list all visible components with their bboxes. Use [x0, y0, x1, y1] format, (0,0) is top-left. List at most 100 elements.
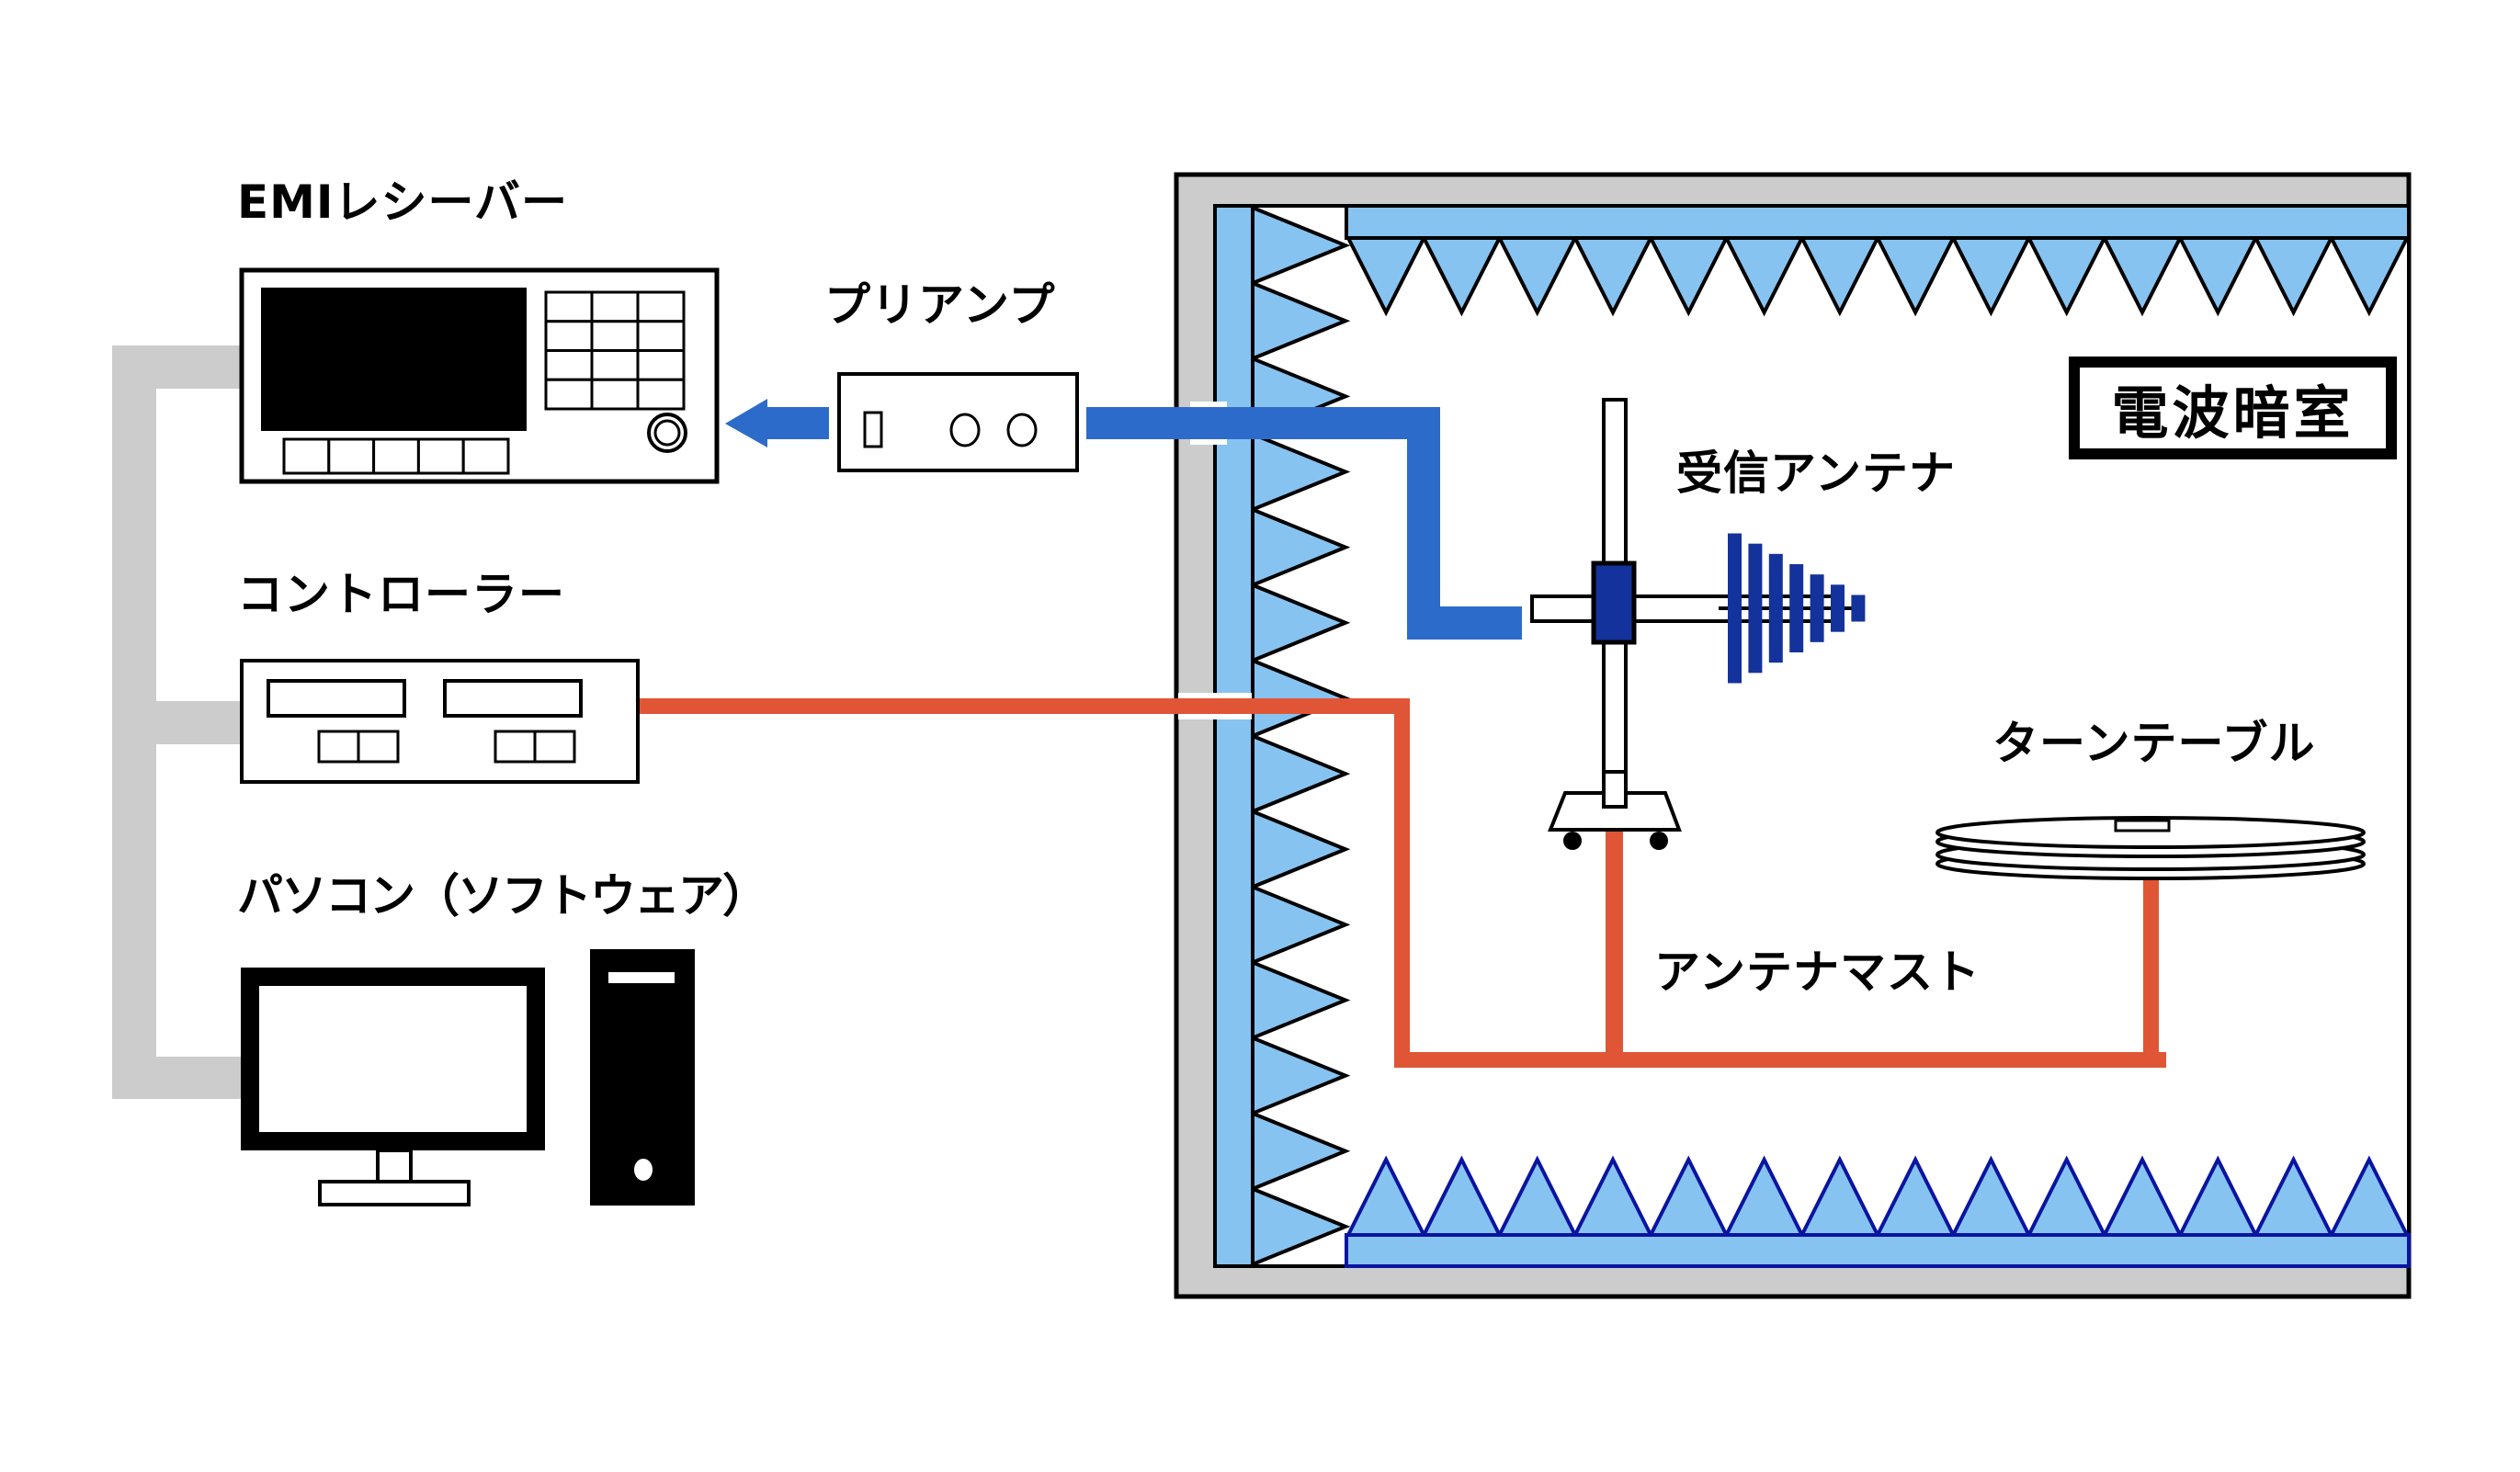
- emi-keypad-key: [636, 378, 686, 411]
- ceiling-absorber-cones: [1345, 236, 2411, 317]
- emi-keypad-key: [590, 349, 640, 381]
- ceiling-absorber-cone: [1723, 236, 1805, 317]
- wall-absorber-cone: [1251, 1035, 1351, 1116]
- controller-display-1: [267, 679, 406, 718]
- turntable-top-disk: [1935, 816, 2366, 849]
- emi-receiver-screen: [261, 288, 527, 431]
- wall-absorber-cone: [1251, 506, 1351, 588]
- wall-absorber-cone: [1251, 884, 1351, 966]
- receive-antenna-elements: [1728, 533, 1866, 684]
- ceiling-absorber-cone: [2026, 236, 2108, 317]
- ceiling-absorber-cone: [1799, 236, 1881, 317]
- emi-receiver-knob-inner: [653, 419, 681, 447]
- emi-keypad-key: [636, 320, 686, 352]
- ceiling-absorber-cone: [2328, 236, 2411, 317]
- floor-absorber-cone: [2101, 1155, 2184, 1237]
- emi-keypad-key: [636, 290, 686, 323]
- network-bus: [112, 345, 243, 1099]
- wall-absorber-cone: [1251, 1110, 1351, 1192]
- pc-monitor-stand: [376, 1149, 413, 1183]
- antenna-mast-carriage: [1591, 560, 1637, 645]
- floor-absorber-cone: [1496, 1155, 1579, 1237]
- pc: [241, 949, 695, 1206]
- emi-receiver: [239, 267, 720, 484]
- emi-soft-button: [282, 437, 331, 475]
- wall-absorber-cone: [1251, 1185, 1351, 1267]
- controller: [240, 659, 640, 784]
- floor-absorber-cone: [2176, 1155, 2259, 1237]
- ceiling-absorber-cone: [1874, 236, 1957, 317]
- label-turntable: ターンテーブル: [1992, 717, 2316, 770]
- preamp-switch: [863, 411, 883, 448]
- floor-absorber-cone: [1950, 1155, 2032, 1237]
- emi-keypad-key: [544, 349, 594, 381]
- chamber-title-box: 電波暗室: [2069, 357, 2397, 459]
- control-cable-vertical-left: [1394, 698, 1410, 1068]
- emi-soft-button: [416, 437, 465, 475]
- ceiling-absorber-cone: [1647, 236, 1730, 317]
- preamp: [837, 372, 1079, 472]
- emi-soft-button: [372, 437, 420, 475]
- controller-display-2: [443, 679, 583, 718]
- antenna-mast-wheel-left: [1563, 832, 1582, 850]
- antenna-mast-base: [1548, 791, 1682, 832]
- ceiling-absorber-cone: [2176, 236, 2259, 317]
- emi-keypad-key: [590, 290, 640, 323]
- ceiling-absorber-base: [1345, 204, 2411, 240]
- floor-absorber-cone: [1723, 1155, 1805, 1237]
- preamp-connector-1: [949, 413, 981, 447]
- signal-cable-horizontal-lower: [1407, 606, 1522, 640]
- emi-soft-button: [327, 437, 376, 475]
- ceiling-absorber-cone: [2101, 236, 2184, 317]
- ceiling-absorber-cone: [1345, 236, 1427, 317]
- floor-absorber-cone: [1572, 1155, 1654, 1237]
- wall-absorber-cone: [1251, 809, 1351, 890]
- control-cable: [640, 693, 2166, 1068]
- floor-absorber-cone: [1421, 1155, 1503, 1237]
- antenna-element: [1748, 543, 1763, 674]
- wall-absorber-cone: [1251, 205, 1351, 287]
- signal-cable-horizontal-upper: [1086, 407, 1440, 439]
- ceiling-absorber-cone: [1950, 236, 2032, 317]
- pc-tower-drive-slot: [608, 972, 675, 983]
- antenna-element: [1831, 584, 1845, 632]
- antenna-element: [1810, 574, 1824, 642]
- turntable: [1935, 816, 2366, 880]
- label-emi-receiver: EMIレシーバー: [237, 176, 569, 229]
- pc-tower-power-button: [634, 1159, 653, 1181]
- wall-absorber-cone: [1251, 280, 1351, 362]
- control-cable-to-turntable: [2143, 864, 2159, 1061]
- ceiling-absorber-cone: [1572, 236, 1654, 317]
- wall-absorber-cone: [1251, 431, 1351, 513]
- signal-cable-vertical: [1407, 407, 1440, 640]
- label-controller: コントローラー: [237, 568, 565, 621]
- ceiling-absorber-cone: [1421, 236, 1503, 317]
- turntable-center-marker: [2114, 819, 2171, 832]
- emi-keypad-key: [590, 320, 640, 352]
- floor-absorber-cone: [1799, 1155, 1881, 1237]
- floor-absorber-base: [1345, 1233, 2411, 1268]
- control-cable-to-mast: [1606, 832, 1623, 1061]
- floor-absorber-cone: [1345, 1155, 1427, 1237]
- emi-keypad-key: [636, 349, 686, 381]
- ceiling-absorber-cone: [2253, 236, 2334, 317]
- ceiling-absorber-cone: [1496, 236, 1579, 317]
- control-cable-horizontal-upper: [640, 698, 1410, 714]
- wall-absorber-cone: [1251, 657, 1351, 739]
- emi-keypad-key: [544, 290, 594, 323]
- emi-keypad-key: [590, 378, 640, 411]
- emi-keypad-key: [544, 320, 594, 352]
- floor-absorber-cone: [2253, 1155, 2334, 1237]
- antenna-mast-wheel-right: [1650, 832, 1668, 850]
- control-cable-horizontal-lower: [1394, 1052, 2166, 1068]
- chamber-title: 電波暗室: [2111, 379, 2355, 447]
- emi-keypad-key: [544, 378, 594, 411]
- controller-body: [240, 659, 640, 784]
- pc-monitor: [241, 968, 545, 1150]
- wall-absorber-cone: [1251, 733, 1351, 815]
- floor-absorber-cone: [1647, 1155, 1730, 1237]
- pc-monitor-base: [318, 1180, 471, 1206]
- emi-soft-button: [461, 437, 510, 475]
- preamp-connector-2: [1006, 413, 1038, 447]
